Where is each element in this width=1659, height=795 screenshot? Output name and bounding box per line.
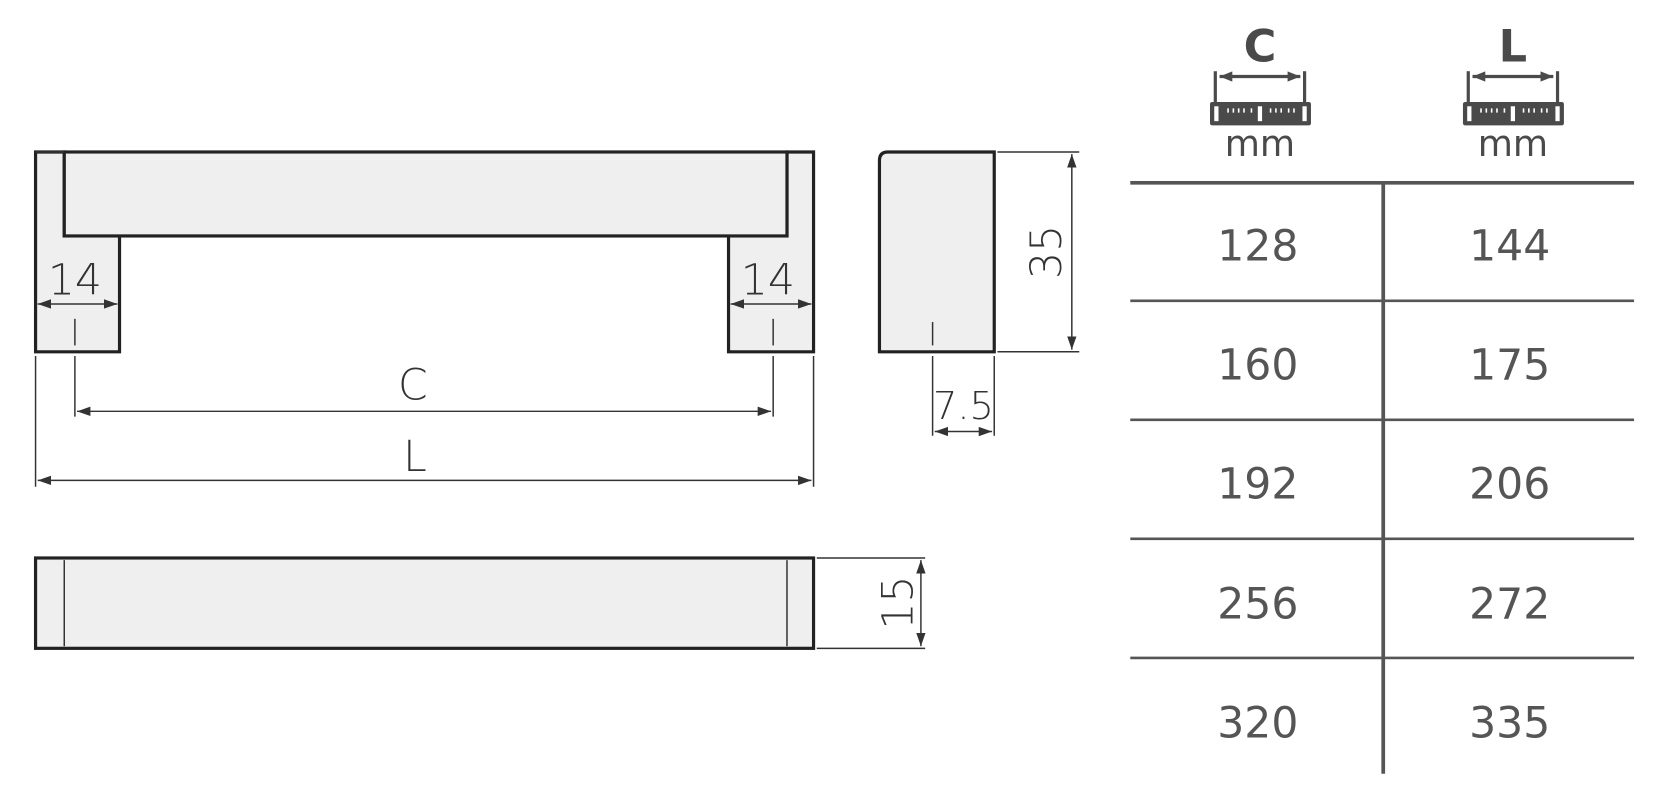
table-header-l: L mm — [1462, 21, 1564, 165]
header-label: L — [1499, 21, 1527, 73]
dim-foot-right: 14 — [741, 256, 795, 305]
cell-l: 272 — [1469, 581, 1550, 630]
dim-height: 35 — [1023, 225, 1072, 279]
header-unit: mm — [1225, 122, 1295, 165]
cell-c: 320 — [1217, 700, 1298, 749]
table-row: 256 272 — [1217, 581, 1550, 630]
cell-c: 128 — [1217, 222, 1298, 271]
cell-l: 335 — [1469, 700, 1550, 749]
top-view: 15 — [33, 556, 926, 650]
cell-l: 144 — [1469, 222, 1550, 271]
handle-bar — [62, 150, 789, 238]
table-header-c: C mm — [1209, 21, 1311, 165]
dim-center-to-center: C — [398, 362, 428, 411]
table-row: 320 335 — [1217, 700, 1550, 749]
dim-length: L — [403, 433, 427, 482]
table-grid — [1130, 180, 1635, 774]
ruler-icon — [1209, 71, 1311, 126]
dim-depth: 7.5 — [933, 384, 994, 429]
dim-foot-left: 14 — [48, 256, 102, 305]
cell-c: 160 — [1217, 341, 1298, 390]
table-row: 128 144 — [1217, 222, 1550, 271]
side-view: 35 7.5 — [877, 150, 1080, 437]
table-row: 160 175 — [1217, 341, 1550, 390]
cell-c: 192 — [1217, 460, 1298, 509]
table-row: 192 206 — [1217, 460, 1550, 509]
cell-l: 175 — [1469, 341, 1550, 390]
cell-c: 256 — [1217, 581, 1298, 630]
front-view: 14 14 C L — [33, 150, 816, 487]
dim-thickness: 15 — [874, 576, 923, 630]
header-label: C — [1244, 21, 1277, 73]
header-unit: mm — [1478, 122, 1548, 165]
cell-l: 206 — [1469, 460, 1550, 509]
ruler-icon — [1462, 71, 1564, 126]
